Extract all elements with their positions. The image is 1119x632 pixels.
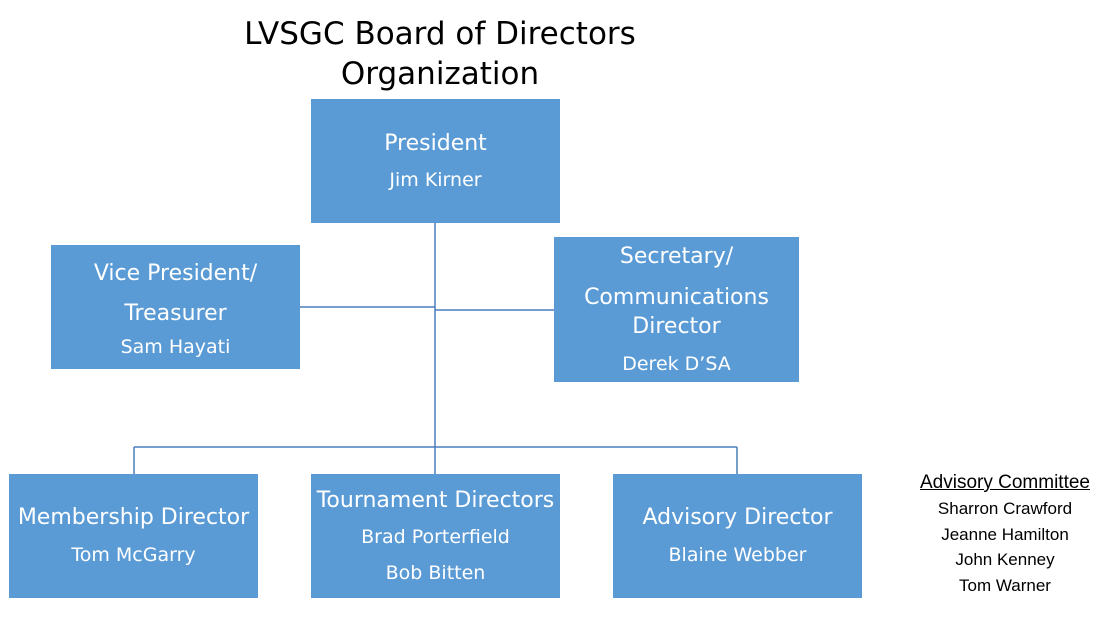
advisory-committee-member: Tom Warner <box>959 575 1051 595</box>
secretary-name: Derek D’SA <box>622 352 731 375</box>
advisory-director-box: Advisory Director Blaine Webber <box>613 474 862 598</box>
membership-director-box: Membership Director Tom McGarry <box>9 474 258 598</box>
secretary-role-line3: Director <box>632 313 721 339</box>
tournament-directors-role: Tournament Directors <box>316 487 555 513</box>
vice-president-box: Vice President/ Treasurer Sam Hayati <box>51 245 300 369</box>
advisory-committee-member: John Kenney <box>955 550 1055 569</box>
advisory-director-name: Blaine Webber <box>668 544 807 566</box>
chart-title-line2: Organization <box>340 56 540 92</box>
vice-president-role-line2: Treasurer <box>124 300 227 326</box>
tournament-director-name: Bob Bitten <box>385 561 486 584</box>
advisory-committee-member: Sharron Crawford <box>937 499 1073 518</box>
president-name: Jim Kirner <box>389 168 482 191</box>
advisory-committee-member: Jeanne Hamilton <box>941 524 1069 544</box>
secretary-role-line2: Communications <box>584 284 769 310</box>
membership-director-name: Tom McGarry <box>71 544 196 566</box>
president-role: President <box>384 130 487 156</box>
tournament-director-name: Brad Porterfield <box>361 525 510 548</box>
secretary-box: Secretary/ Communications Director Derek… <box>554 237 799 382</box>
president-box: President Jim Kirner <box>311 99 560 223</box>
advisory-committee: Advisory Committee Sharron Crawford Jean… <box>900 470 1110 598</box>
advisory-committee-heading: Advisory Committee <box>920 472 1090 493</box>
vice-president-role-line1: Vice President/ <box>93 260 258 286</box>
chart-title-line1: LVSGC Board of Directors <box>244 16 636 52</box>
membership-director-role: Membership Director <box>17 505 250 530</box>
advisory-director-role: Advisory Director <box>642 505 833 530</box>
tournament-directors-box: Tournament Directors Brad Porterfield Bo… <box>311 474 560 598</box>
vice-president-name: Sam Hayati <box>120 335 231 358</box>
chart-title: LVSGC Board of Directors Organization <box>240 14 640 94</box>
secretary-role-line1: Secretary/ <box>619 243 734 269</box>
